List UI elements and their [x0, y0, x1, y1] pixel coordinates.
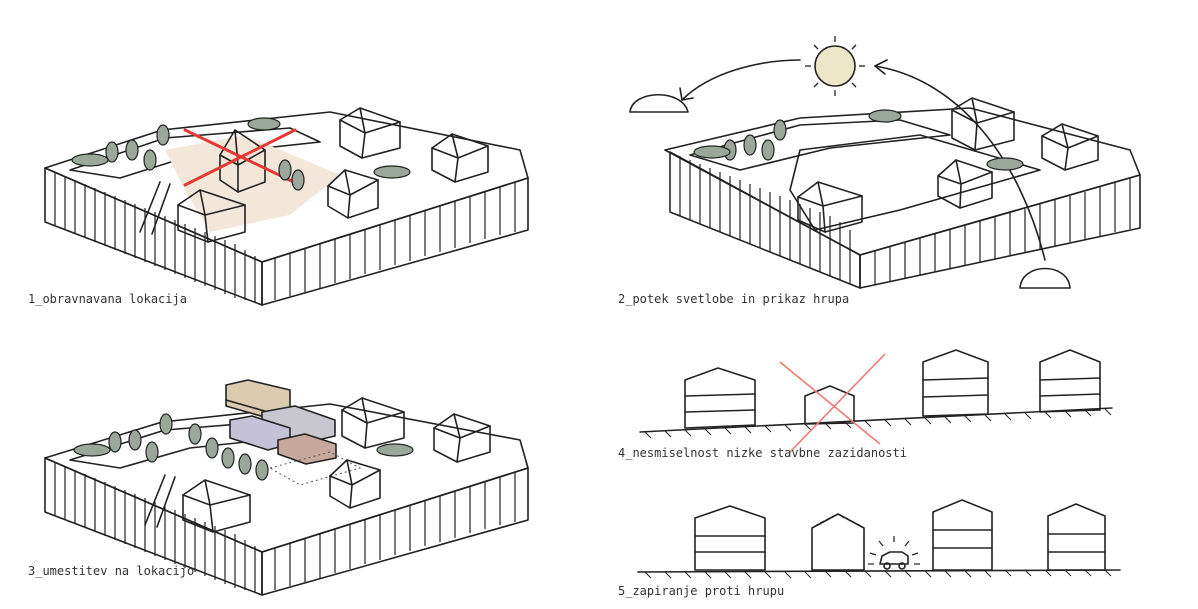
ground-line: [637, 569, 1121, 573]
ground-line: [639, 407, 1113, 433]
trees: [723, 119, 787, 161]
hatched-garden: [268, 451, 362, 486]
roof-hatch: [813, 514, 863, 528]
caption-2: 2_potek svetlobe in prikaz hrupa: [618, 292, 850, 306]
panel-4-low-density: 4_nesmiselnost nizke stavbne zazidanosti: [600, 340, 1198, 470]
bush-right: [1019, 267, 1071, 289]
site-plot: [165, 135, 340, 232]
ground-hatch: [644, 408, 1112, 439]
road: [689, 119, 951, 171]
panel-2-light-noise: 2_potek svetlobe in prikaz hrupa: [600, 0, 1198, 310]
bush-left: [629, 93, 689, 113]
low-house: [804, 385, 855, 425]
barrier-house: [811, 513, 865, 571]
bushes: [73, 443, 414, 457]
neighbour-houses: [182, 397, 491, 533]
fence-right: [261, 177, 529, 306]
neighbour-houses: [177, 107, 489, 243]
trees: [108, 413, 269, 481]
bushes: [693, 109, 1024, 171]
tall-houses: [684, 349, 1101, 429]
site-axonometric-2: [629, 36, 1141, 289]
cross-out: [779, 353, 886, 453]
light-arrow: [681, 59, 801, 101]
panel-3-placement: 3_umestitev na lokacijo: [0, 340, 560, 609]
street-section-5: [637, 499, 1121, 579]
noise-lines-icon: [868, 536, 920, 565]
site-axonometric-3: [44, 379, 529, 596]
tall-houses: [694, 499, 1106, 571]
site-axonometric-1: [44, 107, 529, 306]
ground-hatch: [644, 569, 1112, 579]
fence-slats: [54, 462, 516, 592]
sun-icon: [805, 36, 865, 96]
car-icon: [879, 551, 909, 570]
panel-5-noise-barrier: 5_zapiranje proti hrupu: [600, 480, 1198, 609]
caption-4: 4_nesmiselnost nizke stavbne zazidanosti: [618, 446, 907, 460]
caption-5: 5_zapiranje proti hrupu: [618, 584, 785, 598]
trees: [105, 124, 305, 191]
caption-3: 3_umestitev na lokacijo: [28, 564, 195, 578]
proposed-volumes: [225, 379, 337, 465]
noise-arrow: [874, 65, 1046, 261]
ground-plane: [664, 107, 1141, 256]
street-section-4: [639, 349, 1113, 453]
caption-1: 1_obravnavana lokacija: [28, 292, 187, 306]
open-plot: [789, 134, 1041, 231]
bushes: [71, 117, 411, 179]
fence-slats: [679, 156, 1131, 285]
neighbour-houses: [797, 97, 1099, 233]
panel-1-site: 1_obravnavana lokacija: [0, 0, 560, 310]
